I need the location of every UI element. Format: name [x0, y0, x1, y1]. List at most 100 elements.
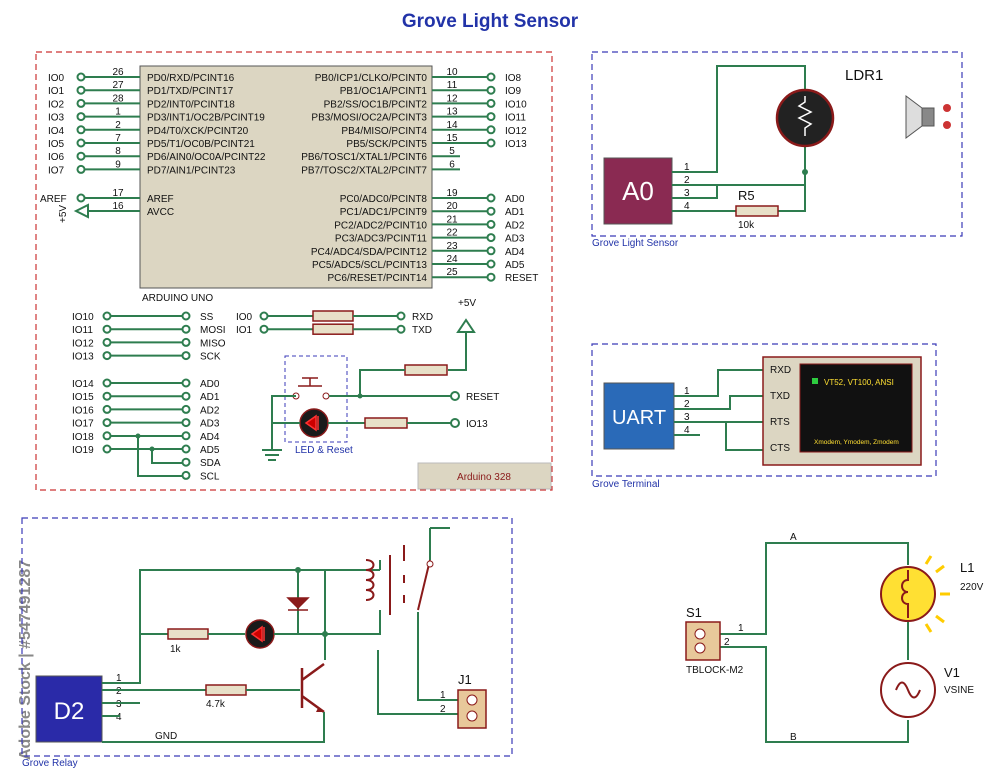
net-label: IO2 [48, 99, 65, 110]
relay-led-wire-c [274, 633, 326, 660]
pin-number: 2 [684, 399, 690, 410]
pin-endpoint [181, 337, 191, 347]
net-label: IO5 [48, 139, 65, 150]
pin-function: AREF [147, 194, 174, 205]
pin-function: PC5/ADC5/SCL/PCINT13 [312, 260, 427, 271]
pin-number: 8 [115, 146, 121, 157]
s1-terminal-block[interactable] [685, 621, 721, 661]
relay-gnd-label: GND [155, 731, 177, 742]
ldr-label: LDR1 [845, 67, 883, 84]
net-label: IO13 [72, 352, 94, 363]
pin-number: 2 [115, 120, 121, 131]
terminal-screen-top: VT52, VT100, ANSI [824, 378, 894, 387]
pin-endpoint [76, 164, 86, 174]
relay-panel [21, 517, 513, 757]
relay-core-icon [389, 545, 405, 615]
net-label: AREF [40, 194, 67, 205]
pin-endpoint [76, 85, 86, 95]
relay-1k-resistor [167, 628, 209, 640]
net-label: AD2 [200, 405, 220, 416]
net-label: MISO [200, 338, 226, 349]
lamp-wire-bottom [720, 646, 909, 743]
pin-function: PD3/INT1/OC2B/PCINT19 [147, 113, 265, 124]
terminal-wires [700, 369, 763, 451]
pin-endpoint [181, 351, 191, 361]
pin-number: 3 [116, 699, 122, 710]
net-label: IO7 [48, 165, 65, 176]
pin-number: 7 [115, 133, 121, 144]
j1-label: J1 [458, 672, 472, 687]
pin-function: PB1/OC1A/PCINT1 [340, 86, 428, 97]
watermark: Adobe Stock | #547491287 [17, 560, 34, 760]
net-label: AD2 [505, 220, 525, 231]
pin-number: 23 [446, 241, 458, 252]
pin-function: PD1/TXD/PCINT17 [147, 86, 234, 97]
relay-contact-wire-b [377, 650, 458, 715]
pin-number: 22 [446, 228, 458, 239]
pin-number: 16 [112, 201, 124, 212]
arduino-panel [35, 51, 553, 491]
pin-function: PC6/RESET/PCINT14 [328, 273, 428, 284]
reset-button-icon[interactable] [298, 377, 322, 387]
pin-endpoint [486, 233, 496, 243]
net-label: AD3 [200, 419, 220, 430]
pin-endpoint [102, 404, 112, 414]
net-label: IO0 [236, 312, 253, 323]
pin-number: 15 [446, 133, 458, 144]
pin-function: PD7/AIN1/PCINT23 [147, 165, 236, 176]
relay-contact-top [429, 527, 450, 560]
pin-number: 24 [446, 254, 458, 265]
pin-endpoint [181, 391, 191, 401]
pin-endpoint [76, 72, 86, 82]
net-label: IO10 [72, 312, 94, 323]
flyback-diode-icon [286, 597, 310, 611]
pin-endpoint [181, 431, 191, 441]
net-label: IO1 [236, 325, 253, 336]
net-label: IO9 [505, 86, 522, 97]
pin-endpoint [102, 378, 112, 388]
net-label: IO6 [48, 152, 65, 163]
power-arrow-icon [73, 203, 89, 219]
pin-function: PD2/INT0/PCINT18 [147, 99, 235, 110]
arduino-chip-label: ARDUINO UNO [142, 293, 213, 304]
lamp-wire-top [720, 542, 909, 635]
pin-function: PB6/TOSC1/XTAL1/PCINT6 [301, 152, 427, 163]
reset-junction [357, 393, 363, 399]
lamp-filament-icon [901, 570, 909, 618]
pin-number: 28 [112, 93, 124, 104]
net-label: IO12 [505, 126, 527, 137]
relay-coil-return [325, 560, 381, 635]
net-label: +5V [58, 205, 69, 223]
pin-endpoint [181, 378, 191, 388]
net-label: IO17 [72, 419, 94, 430]
uart-connector-label: UART [612, 407, 666, 429]
pin-number: 20 [446, 201, 458, 212]
pin-number: 14 [446, 120, 458, 131]
pin-number: 27 [112, 80, 124, 91]
pin-function: PD4/T0/XCK/PCINT20 [147, 126, 249, 137]
pin-number: 12 [446, 93, 458, 104]
pin-number: 11 [447, 80, 458, 91]
pin-number: 21 [446, 214, 458, 225]
pin-number: 1 [684, 386, 690, 397]
speaker-icon [905, 95, 951, 139]
reset-wire-a [359, 369, 405, 396]
left-pin-group: IO026PD0/RXD/PCINT16IO127PD1/TXD/PCINT17… [48, 67, 266, 176]
r5-value: 10k [738, 220, 755, 231]
j1-pin1 [466, 694, 478, 706]
pin-number: 3 [684, 412, 690, 423]
lamp-ref: L1 [960, 560, 974, 575]
ldr-resistor-wire [778, 172, 806, 212]
relay-transistor-icon [300, 662, 325, 714]
pin-number: 1 [684, 162, 690, 173]
d2-connector-label: D2 [54, 698, 85, 725]
pin-endpoint [396, 311, 406, 321]
pin-endpoint [102, 351, 112, 361]
pin-endpoint [76, 112, 86, 122]
pin-function: PD6/AIN0/OC0A/PCINT22 [147, 152, 266, 163]
pin-endpoint [76, 125, 86, 135]
pin-function: PC1/ADC1/PCINT9 [340, 207, 428, 218]
